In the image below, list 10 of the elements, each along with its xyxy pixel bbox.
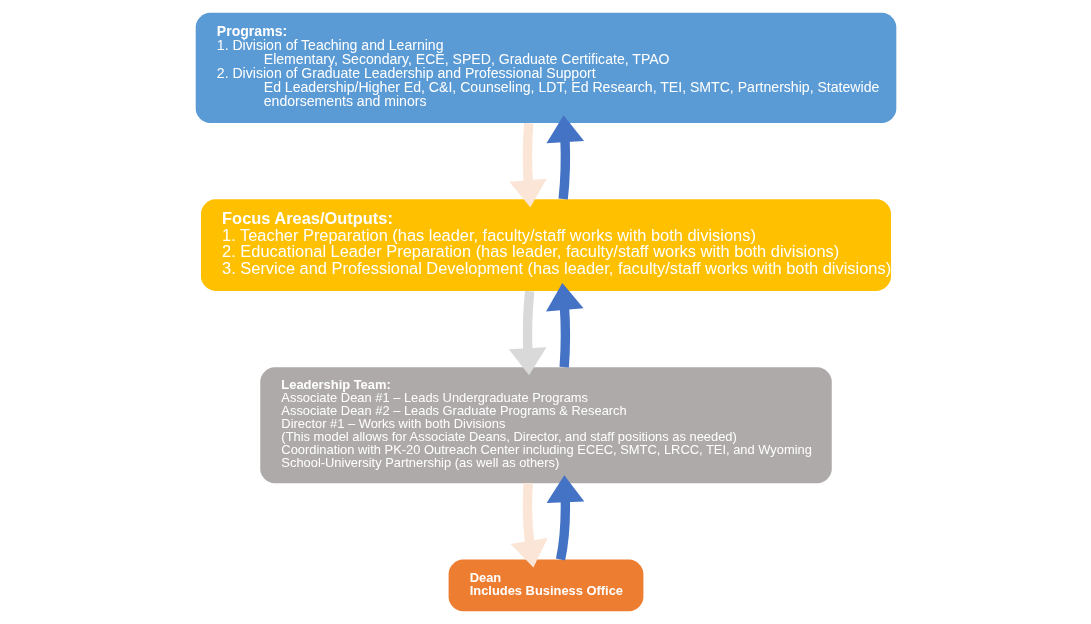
node-box: Dean Includes Business Office <box>448 559 643 612</box>
arrow <box>509 483 548 568</box>
node-box: Focus Areas/Outputs: 1. Teacher Preparation (has leader, faculty/staff works with both divisions) 2. Educational Leader Preparation (has leader, faculty/staff works with both divisions) 3. Service and Professional Development (has leader, faculty/staff works with both divisions) <box>200 199 891 291</box>
arrow <box>545 115 584 200</box>
arrow <box>546 475 584 561</box>
arrow <box>545 283 584 368</box>
node-box: Programs: 1. Division of Teaching and Learning Elementary, Secondary, ECE, SPED, Graduate Certificate, TPAO 2. Division of Graduate Leadership and Professional Support Ed Leadership/Higher Ed, C&I, Counseling, LDT, Ed Research, TEI, SMTC, Partnership, Statewide endorsements and minors <box>195 12 896 124</box>
node-box: Leadership Team: Associate Dean #1 – Leads Undergraduate Programs Associate Dean #2 – Leads Graduate Programs & Research Director #1 – Works with both Divisions (This model allows for Associate Deans, Director, and staff positions as needed) Coordination with PK-20 Outreach Center including ECEC, SMTC, LRCC, TEI, and Wyoming School-University Partnership (as well as others) <box>259 367 832 484</box>
arrow <box>508 123 547 208</box>
arrow <box>508 290 546 376</box>
